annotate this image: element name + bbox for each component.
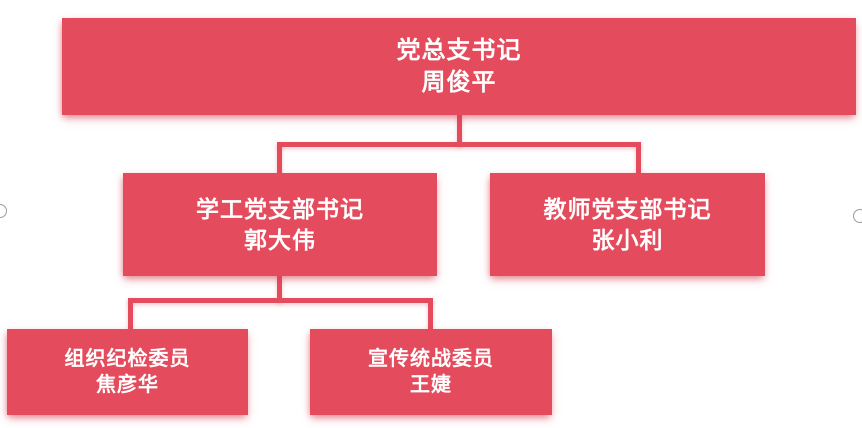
- connector-to-organization-discipline: [128, 298, 133, 329]
- connector-root-horizontal: [277, 142, 641, 147]
- node-title: 学工党支部书记: [196, 196, 364, 223]
- node-person: 王婕: [410, 374, 452, 396]
- node-person: 周俊平: [421, 68, 497, 96]
- node-title: 组织纪检委员: [64, 347, 191, 370]
- node-person: 张小利: [591, 226, 664, 253]
- node-person: 郭大伟: [244, 226, 316, 253]
- node-title: 宣传统战委员: [368, 347, 494, 370]
- connector-student-horizontal: [128, 298, 433, 303]
- connection-point-right[interactable]: [853, 209, 862, 223]
- node-title: 教师党支部书记: [543, 196, 712, 223]
- org-node-party-general-branch-secretary[interactable]: 党总支书记 周俊平: [62, 18, 856, 115]
- node-person: 焦彦华: [96, 374, 159, 396]
- node-title: 党总支书记: [396, 36, 522, 64]
- connector-to-student-branch: [277, 142, 282, 173]
- connector-to-publicity-united-front: [428, 298, 433, 329]
- connector-root-stub: [457, 115, 462, 146]
- connector-to-teacher-branch: [636, 142, 641, 173]
- org-node-organization-discipline-member[interactable]: 组织纪检委员 焦彦华: [7, 329, 248, 415]
- org-node-publicity-united-front-member[interactable]: 宣传统战委员 王婕: [310, 329, 552, 415]
- org-node-teacher-branch-secretary[interactable]: 教师党支部书记 张小利: [490, 173, 765, 276]
- connector-student-stub: [277, 276, 282, 302]
- org-node-student-branch-secretary[interactable]: 学工党支部书记 郭大伟: [123, 173, 437, 276]
- connection-point-left[interactable]: [0, 204, 7, 218]
